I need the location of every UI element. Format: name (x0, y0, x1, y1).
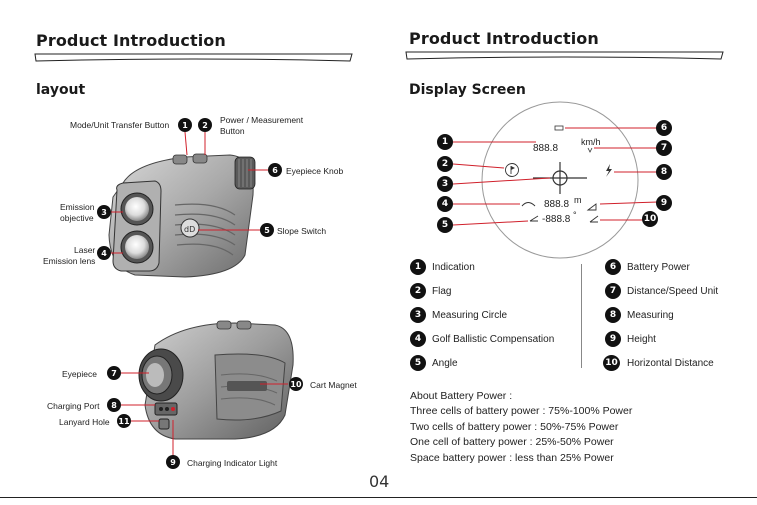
title-underline-right (405, 51, 724, 60)
display-badge-6: 6 (656, 120, 672, 136)
label-laser-2: Emission lens (43, 256, 96, 266)
badge-1: 1 (178, 118, 192, 132)
legend-badge-1: 1 (410, 259, 426, 275)
legend-badge-4: 4 (410, 331, 426, 347)
legend-badge-10: 10 (603, 355, 620, 371)
leader-8-left (121, 404, 155, 406)
legend-label-2: Flag (432, 286, 452, 297)
label-eyepiece: Eyepiece (62, 369, 97, 379)
display-unit-m: m (574, 195, 582, 205)
rangefinder-rear-illustration (138, 320, 294, 440)
badge-9-left: 9 (166, 455, 180, 469)
display-badge-1: 1 (437, 134, 453, 150)
leader-11 (131, 420, 159, 422)
legend-badge-6: 6 (605, 259, 621, 275)
battery-line-3: One cell of battery power : 25%-50% Powe… (410, 436, 614, 448)
display-badge-9: 9 (656, 195, 672, 211)
display-badge-2: 2 (437, 156, 453, 172)
badge-11: 11 (117, 414, 131, 428)
legend-badge-9: 9 (605, 331, 621, 347)
leader-10-left (260, 383, 288, 385)
leader-5 (198, 229, 260, 231)
label-laser-1: Laser (74, 245, 96, 255)
legend-label-5: Angle (432, 358, 458, 369)
legend-label-8: Measuring (627, 310, 674, 321)
display-distance-mid: 888.8 (544, 199, 570, 210)
legend-label-7: Distance/Speed Unit (627, 286, 719, 297)
label-eyepiece-knob: Eyepiece Knob (286, 166, 344, 176)
battery-line-2: Two cells of battery power : 50%-75% Pow… (410, 421, 619, 433)
display-angle-value: -888.8 (542, 214, 571, 225)
label-charging-port: Charging Port (47, 401, 100, 411)
legend-badge-8: 8 (605, 307, 621, 323)
left-section-title: layout (36, 82, 86, 98)
leader-6 (248, 169, 268, 171)
badge-6: 6 (268, 163, 282, 177)
bottom-rule (0, 497, 757, 498)
leader-lines-top (184, 131, 206, 156)
badge-7: 7 (107, 366, 121, 380)
badge-2: 2 (198, 118, 212, 132)
legend-label-3: Measuring Circle (432, 310, 508, 321)
battery-line-4: Space battery power : less than 25% Powe… (410, 452, 614, 464)
label-emission-objective-1: Emission (60, 202, 95, 212)
badge-3: 3 (97, 205, 111, 219)
display-screen-diagram (452, 101, 659, 259)
label-cart-magnet: Cart Magnet (310, 380, 357, 390)
battery-heading: About Battery Power : (410, 390, 513, 402)
display-badge-3: 3 (437, 176, 453, 192)
left-page-title: Product Introduction (36, 31, 226, 50)
right-page-title: Product Introduction (409, 29, 599, 48)
legend-badge-3: 3 (410, 307, 426, 323)
legend-label-6: Battery Power (627, 262, 690, 273)
display-badge-8: 8 (656, 164, 672, 180)
display-badge-7: 7 (656, 140, 672, 156)
display-degree: ° (573, 210, 577, 220)
legend-label-9: Height (627, 334, 656, 345)
page-number: 04 (369, 472, 390, 491)
badge-4: 4 (97, 246, 111, 260)
badge-10-left: 10 (289, 377, 303, 391)
badge-5: 5 (260, 223, 274, 237)
legend-badge-5: 5 (410, 355, 426, 371)
label-lanyard-hole: Lanyard Hole (59, 417, 110, 427)
display-badge-4: 4 (437, 196, 453, 212)
leader-4 (111, 252, 123, 254)
legend-badge-2: 2 (410, 283, 426, 299)
badge-8-left: 8 (107, 398, 121, 412)
svg-text:dD: dD (184, 225, 195, 234)
label-charging-light: Charging Indicator Light (187, 458, 278, 468)
label-emission-objective-2: objective (60, 213, 94, 223)
legend-label-4: Golf Ballistic Compensation (432, 334, 555, 345)
title-underline-left (34, 53, 353, 62)
label-power-button-1: Power / Measurement (220, 115, 304, 125)
display-badge-10: 10 (642, 211, 658, 227)
leader-9-left (172, 420, 174, 456)
label-mode-button: Mode/Unit Transfer Button (70, 120, 170, 130)
legend-badge-7: 7 (605, 283, 621, 299)
legend-divider (581, 264, 582, 368)
display-distance-top: 888.8 (533, 143, 559, 154)
leader-3 (111, 211, 123, 213)
right-section-title: Display Screen (409, 82, 526, 98)
legend-label-1: Indication (432, 262, 475, 273)
leader-7 (121, 372, 149, 374)
label-power-button-2: Button (220, 126, 245, 136)
rangefinder-front-illustration: dD (108, 153, 256, 278)
battery-line-1: Three cells of battery power : 75%-100% … (410, 405, 633, 417)
display-unit-speed: km/h (581, 137, 601, 147)
legend-label-10: Horizontal Distance (627, 358, 714, 369)
display-badge-5: 5 (437, 217, 453, 233)
label-slope-switch: Slope Switch (277, 226, 327, 236)
